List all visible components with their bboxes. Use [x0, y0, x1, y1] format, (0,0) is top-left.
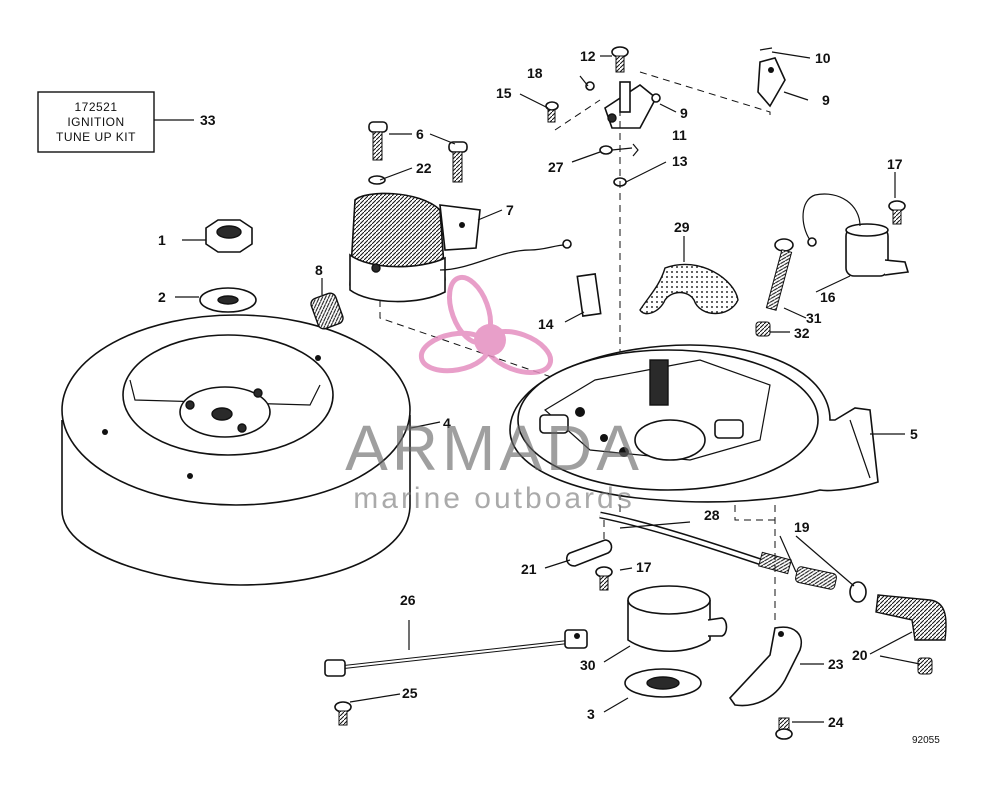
callout-25: 25	[402, 685, 418, 701]
callout-19: 19	[794, 519, 810, 535]
callout-23: 23	[828, 656, 844, 672]
screw-part-15	[545, 101, 559, 123]
callout-12: 12	[580, 48, 596, 64]
callout-18: 18	[527, 65, 543, 81]
callout-13: 13	[672, 153, 688, 169]
callout-32: 32	[794, 325, 810, 341]
callout-2: 2	[158, 289, 166, 305]
felt-part-29	[639, 263, 739, 315]
callout-26: 26	[400, 592, 416, 608]
callout-1: 1	[158, 232, 166, 248]
callout-33: 33	[200, 112, 216, 128]
watermark-name: ARMADA	[345, 412, 643, 484]
insulator-part-3	[624, 668, 702, 698]
clip-part-10	[759, 47, 773, 51]
clamp-part-30	[627, 585, 728, 653]
callout-16: 16	[820, 289, 836, 305]
spring-part-19-b	[849, 581, 867, 603]
callout-9-right: 9	[822, 92, 830, 108]
propeller-icon	[418, 274, 554, 376]
callout-3: 3	[587, 706, 595, 722]
screw-part-12	[611, 46, 629, 73]
clamp-part-21	[565, 539, 613, 567]
kit-title-line1: IGNITION	[67, 115, 124, 129]
screw-part-17-bottom	[595, 566, 613, 591]
sleeve-part-19	[795, 566, 837, 590]
screw-part-17-top	[888, 200, 906, 225]
flywheel-nut-part-1	[205, 219, 253, 253]
plunger-part-8	[310, 292, 344, 330]
callout-10: 10	[815, 50, 831, 66]
flywheel-part-4	[61, 314, 411, 586]
washer-part-27	[599, 145, 613, 155]
timer-base-part-23	[728, 626, 802, 707]
clip-part-18	[585, 81, 595, 91]
callout-31: 31	[806, 310, 822, 326]
tune-up-kit-box: 172521 IGNITION TUNE UP KIT 33	[37, 91, 216, 153]
diagram-id: 92055	[912, 735, 940, 746]
callout-9-left: 9	[680, 105, 688, 121]
callout-30: 30	[580, 657, 596, 673]
screw-part-24	[775, 717, 793, 740]
callout-6: 6	[416, 126, 424, 142]
screw-part-31	[765, 238, 794, 311]
callout-24: 24	[828, 714, 844, 730]
propeller-hub	[474, 324, 506, 356]
callout-5: 5	[910, 426, 918, 442]
lock-washer-part-22	[368, 175, 386, 185]
callout-15: 15	[496, 85, 512, 101]
armature-plate-part-5	[509, 344, 879, 503]
cover-part-14	[576, 273, 602, 317]
callout-8: 8	[315, 262, 323, 278]
callout-29: 29	[674, 219, 690, 235]
watermark-tagline: marine outboards	[353, 482, 634, 515]
spring-part-20-b	[917, 657, 933, 675]
callout-4: 4	[443, 415, 451, 431]
kit-title-line2: TUNE UP KIT	[56, 130, 136, 144]
callout-leaders	[175, 51, 921, 723]
condenser-part-16	[802, 193, 910, 277]
callout-28: 28	[704, 507, 720, 523]
callout-7: 7	[506, 202, 514, 218]
kit-part-number: 172521	[74, 100, 117, 114]
ground-lead-part-26	[324, 629, 588, 677]
spring-part-32	[755, 321, 771, 337]
callout-14: 14	[538, 316, 554, 332]
spark-plug-boot-part-20	[875, 594, 947, 641]
ignition-coil-part-7	[349, 192, 572, 303]
condenser-bracket-part-9-right	[757, 57, 786, 108]
watermark-logo: ARMADA marine outboards	[345, 274, 643, 515]
screw-part-25	[334, 701, 352, 726]
callout-21: 21	[521, 561, 537, 577]
washer-part-2	[199, 287, 257, 313]
callout-27: 27	[548, 159, 564, 175]
screw-part-6	[368, 121, 468, 183]
callout-17-bottom: 17	[636, 559, 652, 575]
callout-22: 22	[416, 160, 432, 176]
callout-17-top: 17	[887, 156, 903, 172]
spark-plug-lead-part-28	[599, 511, 792, 575]
breaker-point-assembly-part-9	[604, 81, 661, 129]
callout-labels: 1 2 3 4 5 6 7 8 9 9 10 11 12 13 14 15 16…	[158, 48, 918, 730]
callout-20: 20	[852, 647, 868, 663]
spring-part-11	[632, 143, 639, 157]
callout-11: 11	[672, 127, 687, 143]
